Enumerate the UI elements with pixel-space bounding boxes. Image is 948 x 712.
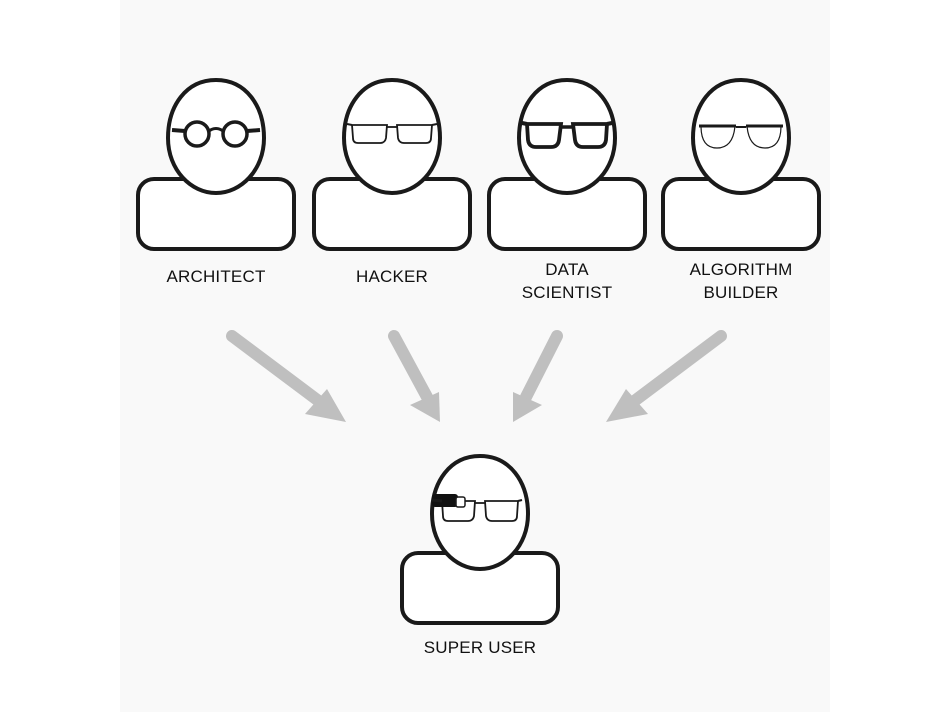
label-line: ARCHITECT [166,267,266,286]
head [690,77,792,196]
smart-glasses-icon [431,494,523,522]
label-line: SUPER USER [423,638,537,657]
label-line: DATA [545,260,589,279]
arrows [226,330,727,422]
head [165,77,267,196]
arrow-architect-to-super-user [226,330,346,422]
label-architect: ARCHITECT [116,265,316,288]
round-glasses-icon [171,120,261,148]
thick-frame-glasses-icon [521,121,613,149]
arrow-algorithm-builder-to-super-user [606,330,727,422]
persona-data-scientist [487,77,647,251]
label-data-scientist: DATA SCIENTIST [467,258,667,304]
arrow-hacker-to-super-user [388,330,440,422]
label-line: BUILDER [703,283,779,302]
rectangular-glasses-icon [346,123,438,144]
label-line: ALGORITHM [689,260,793,279]
arrow-data-scientist-to-super-user [513,330,563,422]
head [516,77,618,196]
persona-architect [136,77,296,251]
label-algorithm-builder: ALGORITHM BUILDER [641,258,841,304]
label-hacker: HACKER [292,265,492,288]
persona-hacker [312,77,472,251]
label-line: HACKER [355,267,429,286]
browline-glasses-icon [699,124,783,149]
head [341,77,443,196]
persona-super-user [400,453,560,625]
head [429,453,531,572]
label-super-user: SUPER USER [380,636,580,659]
label-line: SCIENTIST [521,283,613,302]
persona-algorithm-builder [661,77,821,251]
